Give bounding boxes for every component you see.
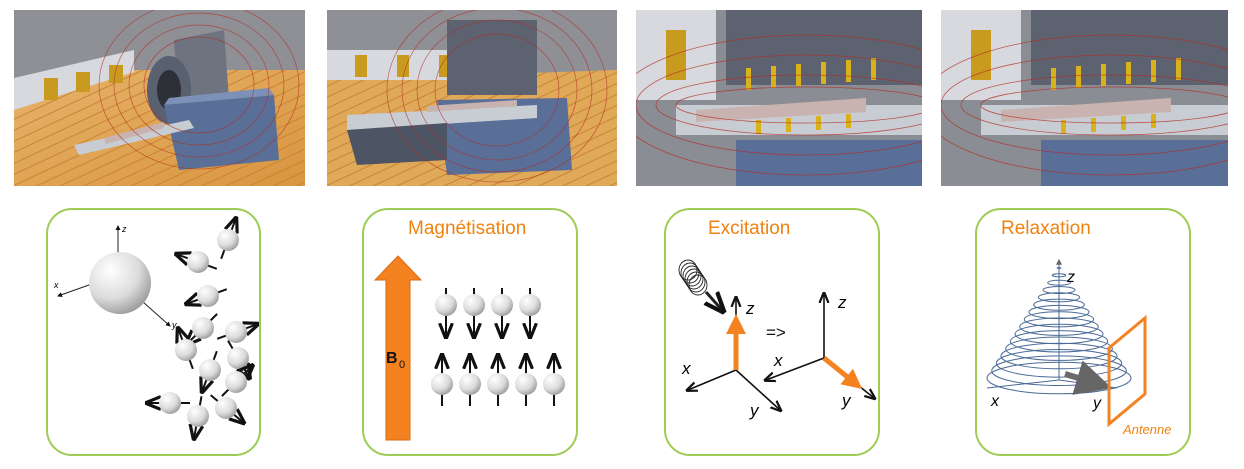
receiver-antenna: [1107, 314, 1147, 428]
spin: [221, 366, 252, 397]
rf-coil-icon: [678, 259, 708, 296]
axis-x2-label: x: [773, 351, 783, 370]
large-spin-sphere: [89, 252, 151, 314]
spin-cloud: [148, 219, 257, 437]
relaxing-vector: [1064, 360, 1112, 395]
mri-scene-3: [636, 10, 922, 186]
panel-title: Relaxation: [1001, 218, 1091, 239]
axis-x-label: x: [990, 393, 1000, 410]
spin: [187, 313, 218, 344]
spin: [148, 392, 190, 414]
axis-y-label: y: [171, 320, 177, 330]
spin: [187, 396, 209, 437]
axis-z-label: z: [121, 224, 127, 234]
panel-magnetisation: Magnétisation B 0: [362, 208, 578, 456]
b0-subscript: 0: [399, 359, 405, 371]
spin-antiparallel: [491, 288, 513, 336]
axes-after: [766, 294, 874, 398]
axis-z1-label: z: [745, 299, 755, 318]
axis-y-label: y: [1092, 395, 1102, 412]
mri-scene-1: [14, 10, 305, 186]
mri-scene-2: [327, 10, 617, 186]
spin-parallel: [543, 356, 565, 406]
spin-antiparallel: [463, 288, 485, 336]
spin: [175, 329, 197, 370]
spin: [199, 350, 221, 390]
panel-relaxation: Relaxation z x y Antenne: [975, 208, 1191, 456]
axis-y2-label: y: [841, 391, 852, 410]
b0-field-arrow: [373, 255, 423, 441]
spin: [216, 321, 256, 343]
panel-excitation: Excitation z x y =>: [664, 208, 880, 456]
rf-pulse-arrow: [706, 291, 722, 310]
axis-x1-label: x: [681, 359, 691, 378]
spin-parallel: [459, 356, 481, 406]
panel-spins: z x y: [46, 208, 261, 456]
axis-z2-label: z: [837, 293, 847, 312]
b0-label: B: [386, 350, 398, 367]
spin-parallel: [431, 356, 453, 406]
spin: [177, 251, 218, 273]
antenna-label: Antenne: [1122, 422, 1171, 437]
spin-antiparallel: [519, 288, 541, 336]
spin-parallel: [487, 356, 509, 406]
aligned-spins: [431, 288, 565, 406]
precession-spiral: [986, 267, 1132, 395]
magnetisation-vector-after: [822, 356, 863, 390]
panel-title: Excitation: [708, 218, 791, 239]
axis-y1-label: y: [749, 401, 760, 420]
spin: [187, 285, 228, 307]
mri-scene-4: [941, 10, 1228, 186]
spin-antiparallel: [435, 288, 457, 336]
axis-x-label: x: [53, 280, 59, 290]
panel-title: Magnétisation: [408, 218, 527, 239]
transition-arrow-text: =>: [766, 323, 786, 342]
spin: [217, 219, 239, 260]
spin-parallel: [515, 356, 537, 406]
axis-z-label: z: [1066, 269, 1075, 286]
spin: [210, 394, 243, 422]
